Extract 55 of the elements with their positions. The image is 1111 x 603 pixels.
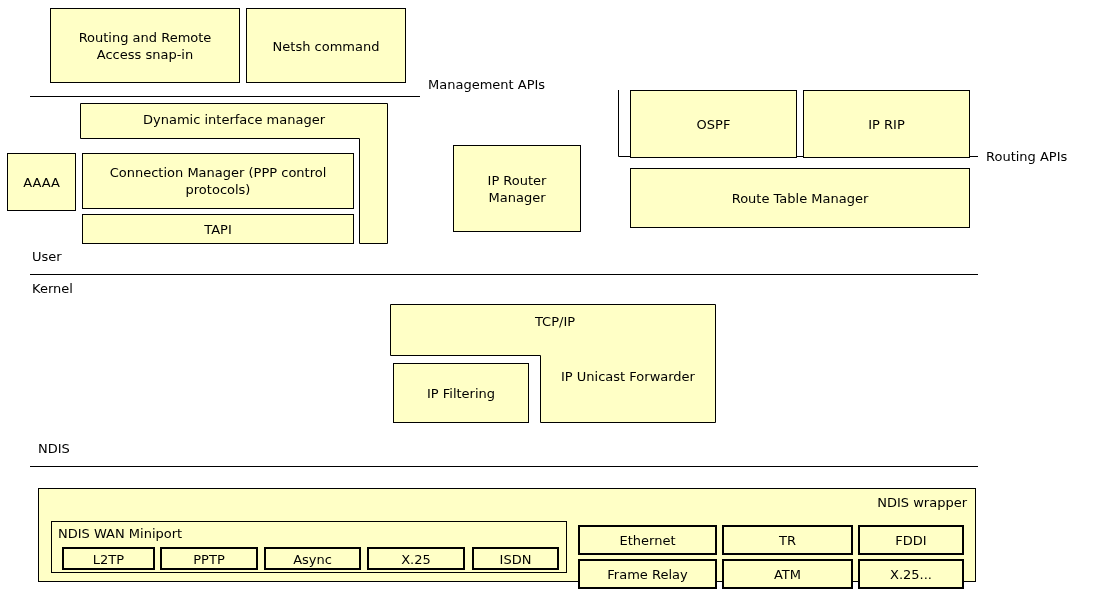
component-box	[82, 153, 354, 209]
component-box	[62, 547, 155, 570]
layer-label: Routing APIs	[986, 148, 1068, 165]
box-label: ATM	[772, 565, 802, 583]
box-label: OSPF	[695, 115, 732, 133]
box-label: AAAA	[22, 173, 61, 191]
component-box	[472, 547, 559, 570]
box-label: Frame Relay	[606, 565, 689, 583]
box-label: FDDI	[894, 531, 928, 549]
box-label: TAPI	[203, 220, 233, 238]
component-box	[803, 90, 970, 158]
component-box	[858, 559, 964, 589]
component-box	[160, 547, 258, 570]
component-box	[630, 168, 970, 228]
box-label: L2TP	[91, 550, 126, 567]
l-shaped-block	[390, 304, 716, 423]
box-label: PPTP	[192, 550, 226, 567]
component-box	[453, 145, 581, 232]
box-label: Connection Manager (PPP control protocols)	[108, 164, 328, 198]
box-label: Ethernet	[618, 531, 677, 549]
box-label: NDIS wrapper	[877, 494, 967, 511]
component-box	[578, 559, 717, 589]
box-label: Routing and Remote Access snap-in	[77, 28, 213, 63]
box-label: X.25...	[889, 565, 933, 583]
layer-label: User	[32, 248, 62, 265]
layer-label: NDIS	[38, 440, 70, 457]
component-box	[264, 547, 361, 570]
box-label: TCP/IP	[533, 313, 577, 330]
component-box	[246, 8, 406, 83]
component-box	[393, 363, 529, 423]
box-label: Async	[292, 550, 333, 567]
group-box	[51, 521, 567, 573]
layer-label: Kernel	[32, 280, 73, 297]
box-label: NDIS WAN Miniport	[58, 525, 183, 542]
component-box	[578, 525, 717, 555]
box-label: TR	[778, 531, 797, 549]
box-label: IP Router Manager	[486, 171, 548, 206]
component-box	[367, 547, 465, 570]
layer-label: Management APIs	[428, 76, 547, 93]
box-label: X.25	[400, 550, 432, 567]
box-label: Dynamic interface manager	[142, 111, 326, 128]
box-label: IP Unicast Forwarder	[560, 368, 696, 385]
component-box	[722, 525, 853, 555]
component-box	[630, 90, 797, 158]
component-box	[7, 153, 76, 211]
component-box	[722, 559, 853, 589]
box-label: IP Filtering	[425, 384, 497, 402]
box-label: IP RIP	[867, 115, 906, 133]
l-shaped-block	[80, 103, 388, 244]
box-label: Netsh command	[271, 37, 381, 54]
component-box	[82, 214, 354, 244]
component-box	[50, 8, 240, 83]
component-box	[858, 525, 964, 555]
box-label: ISDN	[498, 550, 533, 567]
box-label: Route Table Manager	[730, 189, 870, 207]
